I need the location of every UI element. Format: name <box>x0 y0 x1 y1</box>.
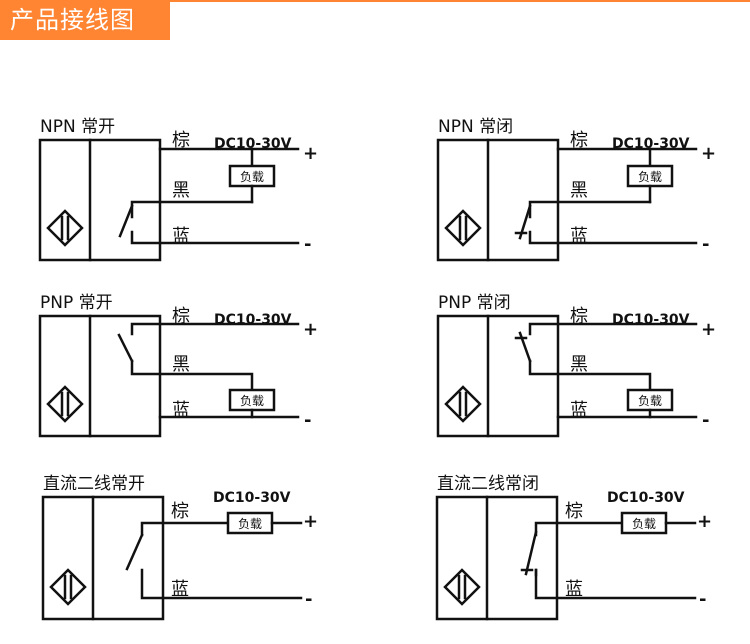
plus-terminal: + <box>701 143 716 164</box>
header-accent-line <box>0 0 750 2</box>
wire-label-brown: 棕 <box>171 501 189 522</box>
diagram-title: PNP 常闭 <box>438 293 511 313</box>
voltage-label: DC10-30V <box>213 490 291 506</box>
wire-label-blue: 蓝 <box>565 579 583 600</box>
wire-brown <box>140 521 230 537</box>
switch-contact-nc <box>524 530 538 576</box>
sensor-body <box>38 138 162 262</box>
diagram-title: 直流二线常闭 <box>437 474 539 494</box>
plus-terminal: + <box>303 143 318 164</box>
switch-contact-no <box>125 533 144 571</box>
wire-label-black: 黑 <box>172 180 190 201</box>
plus-terminal: + <box>697 511 712 532</box>
switch-contact-no <box>118 204 134 238</box>
wire-brown <box>528 322 698 336</box>
sensor-body <box>38 314 162 438</box>
sensor-body <box>436 138 560 262</box>
sensor-body <box>41 495 165 621</box>
voltage-label: DC10-30V <box>607 490 685 506</box>
minus-terminal: - <box>702 410 709 431</box>
minus-terminal: - <box>702 234 709 255</box>
minus-terminal: - <box>699 589 706 610</box>
wire-brown <box>130 322 300 336</box>
load-label: 负载 <box>240 170 264 184</box>
sensor-body <box>436 314 560 438</box>
wire-label-blue: 蓝 <box>171 579 189 600</box>
inductive-sensor-icon <box>444 209 482 247</box>
wire-black <box>130 200 254 219</box>
inductive-sensor-icon <box>46 209 84 247</box>
diagram-title: 直流二线常开 <box>43 474 145 494</box>
sensor-body <box>435 495 559 621</box>
wire-brown <box>534 521 624 537</box>
wire-label-brown: 棕 <box>570 130 588 151</box>
header-title: 产品接线图 <box>10 6 135 34</box>
minus-terminal: - <box>304 410 311 431</box>
plus-terminal: + <box>303 319 318 340</box>
wire-blue <box>534 568 697 600</box>
inductive-sensor-icon <box>444 385 482 423</box>
wire-label-brown: 棕 <box>172 306 190 327</box>
wire-black <box>130 359 254 392</box>
wire-black <box>528 359 652 392</box>
load-label: 负载 <box>240 394 264 408</box>
wire-blue <box>140 568 303 600</box>
minus-terminal: - <box>305 589 312 610</box>
wire-black <box>528 200 652 219</box>
voltage-label: DC10-30V <box>612 312 690 328</box>
voltage-label: DC10-30V <box>214 312 292 328</box>
load-label: 负载 <box>638 170 662 184</box>
wire-label-brown: 棕 <box>570 306 588 327</box>
switch-contact-no <box>117 333 134 363</box>
load-label: 负载 <box>632 517 656 531</box>
minus-terminal: - <box>304 234 311 255</box>
wire-blue <box>528 230 698 245</box>
inductive-sensor-icon <box>443 568 481 606</box>
diagram-title: PNP 常开 <box>40 293 113 313</box>
load-label: 负载 <box>638 394 662 408</box>
load-label: 负载 <box>238 517 262 531</box>
wire-label-black: 黑 <box>570 180 588 201</box>
plus-terminal: + <box>303 511 318 532</box>
page-header: 产品接线图 <box>0 0 170 40</box>
inductive-sensor-icon <box>49 568 87 606</box>
inductive-sensor-icon <box>46 385 84 423</box>
wire-label-black: 黑 <box>172 354 190 375</box>
wire-label-black: 黑 <box>570 354 588 375</box>
wire-blue <box>130 230 300 245</box>
plus-terminal: + <box>701 319 716 340</box>
wire-label-brown: 棕 <box>565 501 583 522</box>
diagram-title: NPN 常闭 <box>438 117 513 137</box>
wire-label-brown: 棕 <box>172 130 190 151</box>
diagram-title: NPN 常开 <box>40 117 115 137</box>
